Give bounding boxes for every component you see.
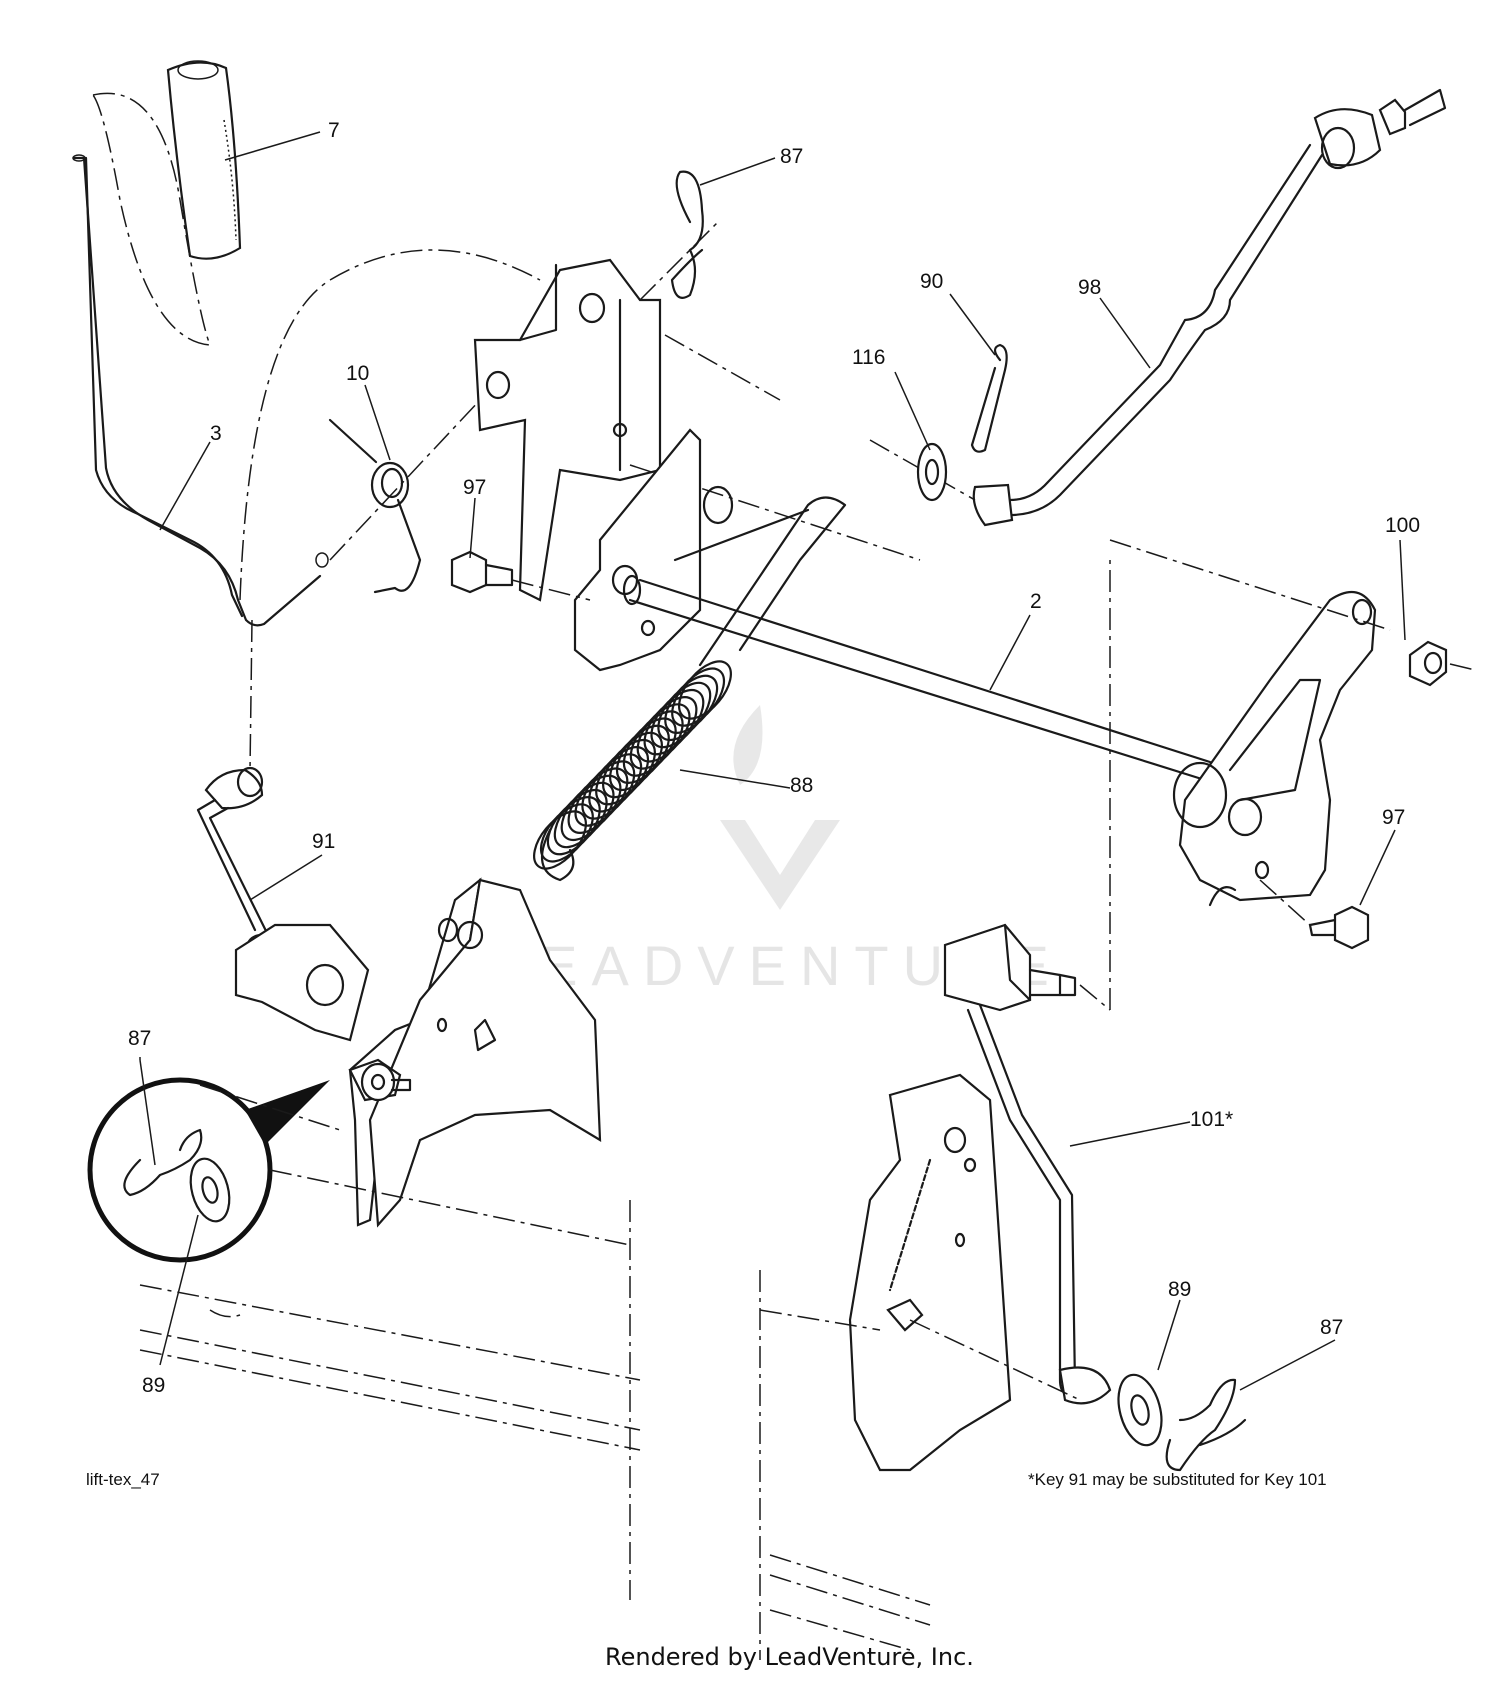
part-ferrule: [869, 439, 1014, 527]
substitution-note: *Key 91 may be substituted for Key 101: [1028, 1470, 1327, 1489]
leader-lines: [139, 131, 1406, 1391]
diagram-id: lift-tex_47: [86, 1470, 160, 1489]
part-torsion-spring: [328, 399, 481, 594]
part-hair-pin-top: [639, 170, 721, 301]
part-lift-shaft: [622, 574, 1212, 782]
part-flat-washer-top: [916, 442, 948, 502]
part-mount-bracket: [473, 258, 921, 672]
spring-coil: [678, 660, 732, 720]
render-credit: Rendered by LeadVenture, Inc.: [605, 1643, 974, 1671]
part-left-link-rod: [196, 766, 278, 957]
part-extension-spring: [533, 496, 847, 882]
part-hair-pin-right: [1165, 1378, 1247, 1472]
part-flat-washer-right: [1117, 1373, 1163, 1447]
callout-3: 3: [210, 422, 222, 445]
part-detail-callout-circle: [87, 1077, 330, 1263]
callout-100: 100: [1385, 514, 1420, 537]
callout-88: 88: [790, 774, 813, 797]
part-deck-outline-left: [139, 1084, 641, 1600]
callout-98: 98: [1078, 276, 1101, 299]
callout-7: 7: [328, 119, 340, 142]
callout-89-left: 89: [142, 1374, 165, 1397]
callout-101: 101*: [1190, 1108, 1233, 1131]
part-bolt-right: [1259, 879, 1370, 950]
callout-87-top: 87: [780, 145, 803, 168]
callout-87-left: 87: [128, 1027, 151, 1050]
callout-10: 10: [346, 362, 369, 385]
part-deck-plate-right: [848, 1073, 1081, 1472]
part-handle-grip: [166, 60, 242, 260]
part-pivot-arm-right: [1172, 590, 1377, 907]
callout-2: 2: [1030, 590, 1042, 613]
callout-97-right: 97: [1382, 806, 1405, 829]
callout-90: 90: [920, 270, 943, 293]
part-lift-link-right: [943, 560, 1112, 1405]
callout-91: 91: [312, 830, 335, 853]
callout-89-right: 89: [1168, 1278, 1191, 1301]
callout-97-top: 97: [463, 476, 486, 499]
callout-labels: 7 87 90 98 116 10 3 97 100 2 88 91 97 87…: [128, 119, 1420, 1397]
part-link-rod: [1008, 88, 1447, 517]
part-deck-outline-right: [759, 1270, 931, 1660]
callout-87-right: 87: [1320, 1316, 1343, 1339]
callout-116: 116: [852, 346, 885, 369]
part-nut: [1109, 539, 1476, 687]
part-lift-handle: [72, 92, 329, 771]
part-lift-arm-left: [234, 877, 602, 1228]
part-cotter-pin: [970, 343, 1008, 453]
